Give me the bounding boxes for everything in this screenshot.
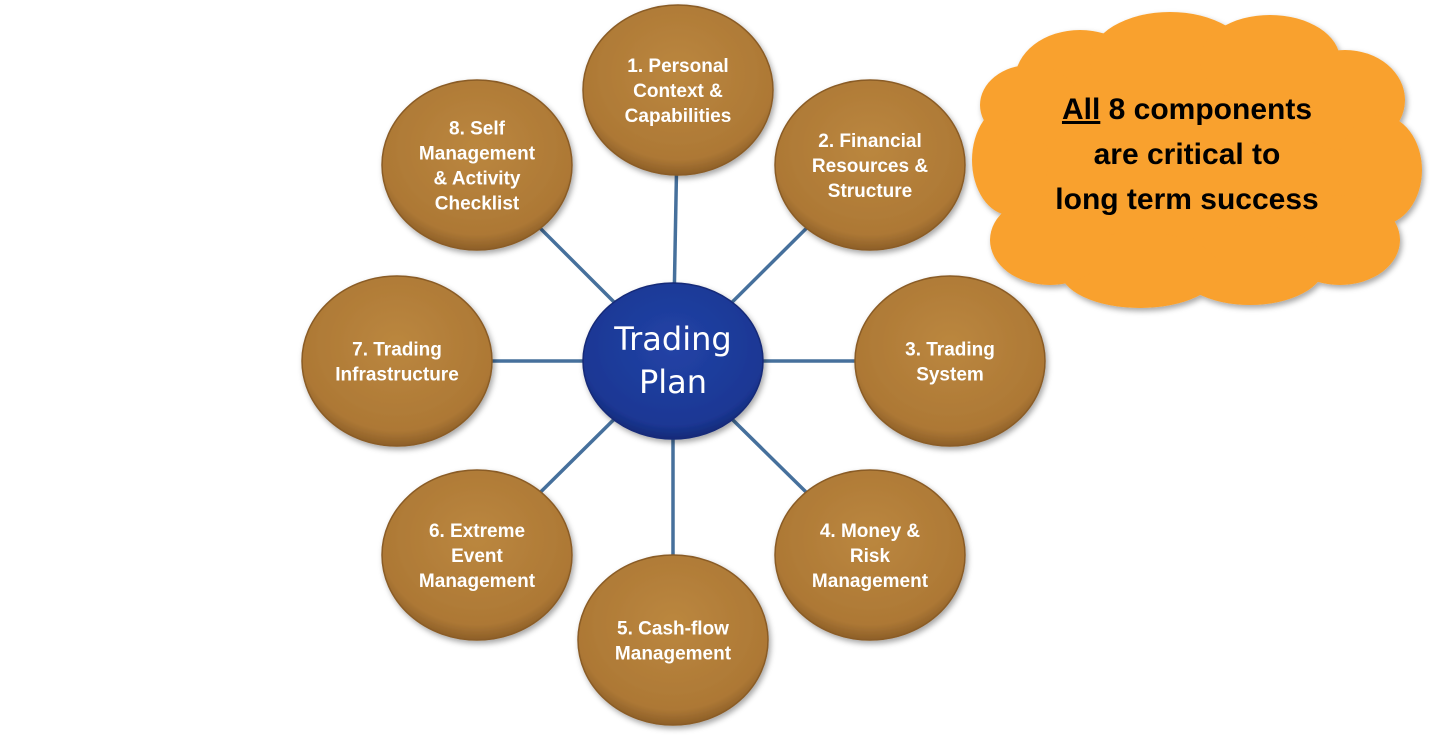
node-label-line: Risk <box>850 546 891 567</box>
node-label-line: Checklist <box>435 194 520 215</box>
node-label-line: & Activity <box>434 169 521 190</box>
callout-cloud <box>972 12 1422 308</box>
callout-text: All 8 components are critical to long te… <box>1055 93 1318 216</box>
cloud-shape <box>972 12 1422 308</box>
callout-emphasis: All <box>1062 93 1100 126</box>
node-label-line: 8. Self <box>449 119 506 140</box>
node-circle <box>774 79 966 251</box>
node-label-line: 7. Trading <box>352 340 442 361</box>
node-circle <box>381 79 573 251</box>
node-circle <box>582 4 774 176</box>
node-label-line: Infrastructure <box>335 365 459 386</box>
callout-line-3: long term success <box>1055 183 1318 216</box>
node-circle <box>854 275 1046 447</box>
node-circle <box>774 469 966 641</box>
node-label-line: System <box>916 365 984 386</box>
node-label-line: Event <box>451 546 503 567</box>
node-label-line: Management <box>812 571 929 592</box>
node-label-line: 3. Trading <box>905 340 995 361</box>
hub-circle <box>582 282 764 440</box>
cloud-puff <box>1090 12 1250 108</box>
node-label-line: 1. Personal <box>627 56 728 77</box>
node-label-line: Management <box>419 144 536 165</box>
cloud-puff <box>980 65 1080 145</box>
node-label-line: Management <box>615 644 732 665</box>
node-label-line: 5. Cash-flow <box>617 619 729 640</box>
node-label-line: Context & <box>633 81 723 102</box>
callout-line-1: All 8 components <box>1062 93 1312 126</box>
node-label-line: Resources & <box>812 156 928 177</box>
cloud-puff <box>990 195 1110 285</box>
hub-label-line: Trading <box>613 320 731 358</box>
node-circle <box>381 469 573 641</box>
node-label-line: Management <box>419 571 536 592</box>
node-circle <box>577 554 769 726</box>
callout-line-1-rest: 8 components <box>1100 93 1312 126</box>
node-label-line: 4. Money & <box>820 521 921 542</box>
node-label-line: 6. Extreme <box>429 521 525 542</box>
node-circle <box>301 275 493 447</box>
node-label-line: Structure <box>828 181 912 202</box>
hub-label-line: Plan <box>639 363 707 401</box>
node-label-line: 2. Financial <box>818 131 921 152</box>
node-label-line: Capabilities <box>625 106 732 127</box>
callout-line-2: are critical to <box>1094 138 1281 171</box>
